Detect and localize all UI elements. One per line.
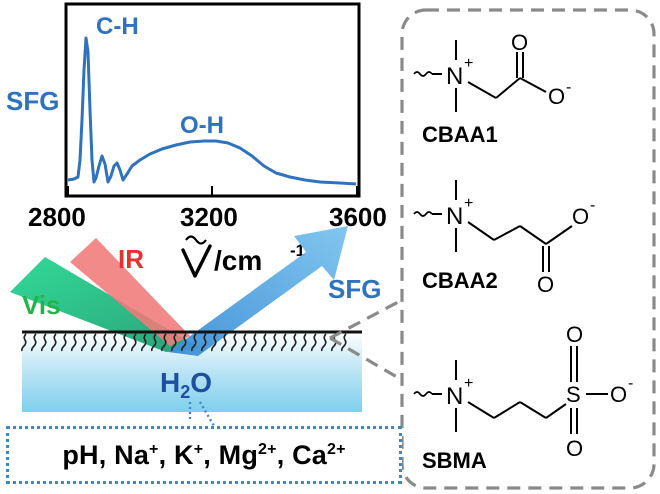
molecule-panel	[400, 8, 656, 490]
cbaa1-label: CBAA1	[422, 122, 498, 147]
sbma-o-top: O	[566, 322, 583, 347]
ions-box: pH, Na+, K+, Mg2+, Ca2+	[6, 426, 402, 484]
sfg-beam-label: SFG	[328, 274, 381, 304]
sfg-spectrum: C-H O-H SFG 2800 3200 3600 /cm -1	[6, 2, 387, 278]
cbaa1-o-charge: -	[566, 79, 571, 96]
sbma-o-bottom: O	[566, 436, 583, 461]
ion-k: K+,	[174, 439, 219, 470]
brush-chain	[80, 333, 87, 352]
brush-chain	[310, 333, 317, 352]
peak-label-ch: C-H	[96, 13, 139, 40]
ir-label: IR	[118, 244, 144, 274]
wavenumber-symbol	[181, 235, 212, 278]
brush-chain	[110, 333, 117, 352]
cbaa2-o-charge: -	[590, 197, 595, 214]
sbma-s: S	[566, 382, 581, 407]
cbaa2-n-charge: +	[464, 195, 473, 212]
brush-chain	[30, 333, 37, 352]
brush-chain	[200, 333, 207, 352]
spectrum-y-label: SFG	[6, 86, 59, 116]
brush-chain	[270, 333, 277, 352]
zoom-callout-lines	[329, 298, 403, 382]
brush-chain	[340, 333, 347, 352]
cbaa1-n-charge: +	[464, 55, 473, 72]
x-tick-label-2800: 2800	[28, 202, 86, 232]
ions-connector	[188, 401, 216, 427]
brush-chain	[220, 333, 227, 352]
sbma-o-single: O	[610, 382, 627, 407]
brush-chain	[300, 333, 307, 352]
brush-chain	[260, 333, 267, 352]
brush-chain	[170, 333, 177, 352]
brush-chain	[20, 333, 27, 352]
cbaa2-o-single: O	[572, 204, 589, 229]
spectrum-line	[67, 36, 357, 186]
peak-label-oh: O-H	[180, 112, 224, 139]
brush-chain	[290, 333, 297, 352]
polymer-brush	[20, 333, 347, 352]
brush-chain	[320, 333, 327, 352]
brush-chain	[120, 333, 127, 352]
cbaa1-o-single: O	[548, 84, 565, 109]
cbaa2-n: N	[446, 203, 463, 230]
brush-chain	[130, 333, 137, 352]
molecule-sbma: N + S O O O - SBMA	[413, 322, 633, 473]
brush-chain	[250, 333, 257, 352]
brush-chain	[90, 333, 97, 352]
x-tick-label-3600: 3600	[329, 202, 387, 232]
brush-chain	[60, 333, 67, 352]
brush-chain	[140, 333, 147, 352]
ion-ph: pH,	[62, 439, 115, 470]
ion-mg: Mg2+,	[218, 439, 293, 470]
sfg-beam	[168, 226, 348, 356]
brush-chain	[150, 333, 157, 352]
water-label: H2O	[160, 367, 212, 402]
brush-chain	[190, 333, 197, 352]
ir-beam	[70, 238, 190, 346]
cbaa1-n: N	[446, 63, 463, 90]
cbaa1-o-double: O	[511, 30, 528, 55]
cbaa2-label: CBAA2	[422, 268, 498, 293]
x-tick-label-3200: 3200	[180, 202, 238, 232]
brush-chain	[100, 333, 107, 352]
brush-chain	[210, 333, 217, 352]
x-axis-unit: /cm	[214, 245, 262, 276]
brush-chain	[40, 333, 47, 352]
ion-ca: Ca2+	[292, 439, 346, 470]
sbma-o-charge: -	[628, 375, 633, 392]
sbma-label: SBMA	[422, 448, 487, 473]
brush-chain	[240, 333, 247, 352]
cbaa2-o-double: O	[537, 272, 554, 297]
brush-chain	[280, 333, 287, 352]
molecule-cbaa2: N + O - O CBAA2	[413, 180, 595, 297]
molecule-cbaa1: N + O O - CBAA1	[413, 30, 571, 147]
sbma-n-charge: +	[464, 375, 473, 392]
ion-na: Na+,	[114, 439, 174, 470]
brush-chain	[70, 333, 77, 352]
brush-chain	[180, 333, 187, 352]
brush-chain	[160, 333, 167, 352]
vis-label: Vis	[22, 290, 61, 320]
brush-chain	[50, 333, 57, 352]
brush-chain	[230, 333, 237, 352]
sbma-n: N	[446, 383, 463, 410]
